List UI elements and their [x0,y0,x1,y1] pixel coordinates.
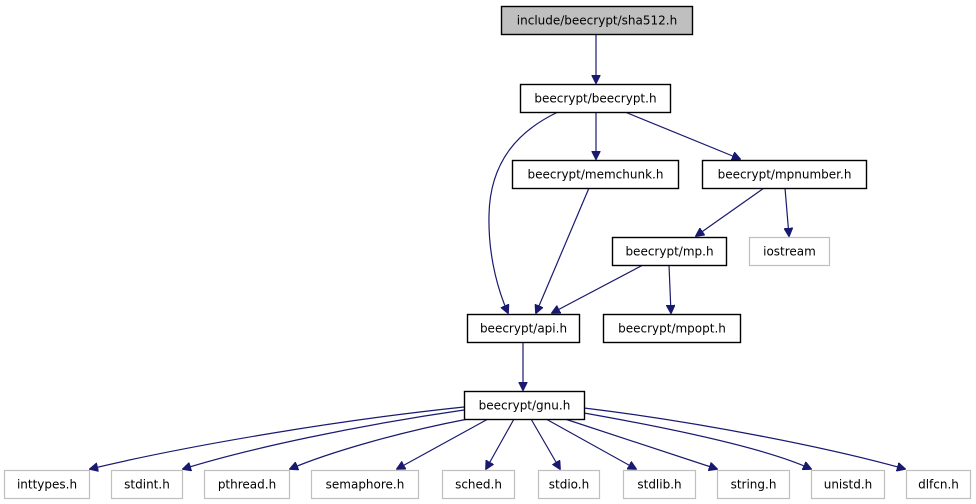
node-pthread: pthread.h [203,469,291,500]
node-unistd: unistd.h [810,469,886,500]
node-box-api[interactable] [466,313,581,344]
edges-layer [90,34,905,469]
node-stdint: stdint.h [110,469,184,500]
node-label-memchunk: beecrypt/memchunk.h [528,168,664,182]
node-mp[interactable]: beecrypt/mp.h [611,236,728,267]
edge-gnu-to-sched [486,418,515,469]
edge-beecrypt-to-mpnumber [624,111,740,159]
node-box-mp[interactable] [611,236,728,267]
node-label-stdio: stdio.h [549,478,589,492]
node-box-mpopt[interactable] [602,313,742,344]
edge-gnu-to-inttypes [90,406,465,469]
node-label-stdint: stdint.h [124,478,170,492]
edge-mp-to-mpopt [669,264,671,313]
edge-gnu-to-string [564,418,717,469]
node-box-gnu[interactable] [463,390,586,421]
nodes-layer: include/beecrypt/sha512.h beecrypt/beecry… [3,5,972,500]
node-api[interactable]: beecrypt/api.h [466,313,581,344]
node-box-dlfcn [905,469,972,500]
edge-mpnumber-to-iostream [785,187,789,236]
node-label-dlfcn: dlfcn.h [918,478,959,492]
node-label-api: beecrypt/api.h [480,322,567,336]
node-box-string [716,469,791,500]
node-box-semaphore [310,469,420,500]
node-label-inttypes: inttypes.h [17,478,77,492]
node-label-sha512: include/beecrypt/sha512.h [517,14,677,28]
node-label-pthread: pthread.h [218,478,276,492]
edge-gnu-to-pthread [290,418,469,469]
node-label-beecrypt: beecrypt/beecrypt.h [534,92,656,106]
node-box-stdio [537,469,601,500]
node-box-stdlib [622,469,697,500]
node-inttypes: inttypes.h [3,469,91,500]
node-box-pthread [203,469,291,500]
node-box-beecrypt[interactable] [519,83,672,114]
node-label-mpopt: beecrypt/mpopt.h [618,322,726,336]
node-box-unistd [810,469,886,500]
node-box-inttypes [3,469,91,500]
edge-gnu-to-semaphore [397,418,489,469]
node-label-semaphore: semaphore.h [326,478,405,492]
node-beecrypt[interactable]: beecrypt/beecrypt.h [519,83,672,114]
node-box-memchunk[interactable] [511,159,680,190]
edge-gnu-to-stdio [530,418,560,469]
node-memchunk[interactable]: beecrypt/memchunk.h [511,159,680,190]
node-sha512[interactable]: include/beecrypt/sha512.h [500,5,694,36]
node-label-unistd: unistd.h [824,478,873,492]
node-box-sha512[interactable] [500,5,694,36]
node-sched: sched.h [441,469,516,500]
node-box-stdint [110,469,184,500]
node-label-iostream: iostream [763,245,816,259]
node-label-gnu: beecrypt/gnu.h [479,399,571,413]
node-mpopt[interactable]: beecrypt/mpopt.h [602,313,742,344]
node-semaphore: semaphore.h [310,469,420,500]
node-box-iostream [748,236,831,267]
edge-gnu-to-stdlib [545,418,636,469]
edge-beecrypt-to-api [488,111,559,313]
node-label-mp: beecrypt/mp.h [625,245,713,259]
node-dlfcn: dlfcn.h [905,469,972,500]
edge-memchunk-to-api [536,187,590,313]
node-label-sched: sched.h [455,478,502,492]
node-stdlib: stdlib.h [622,469,697,500]
node-mpnumber[interactable]: beecrypt/mpnumber.h [701,159,868,190]
node-stdio: stdio.h [537,469,601,500]
edge-mp-to-api [552,264,644,313]
node-string: string.h [716,469,791,500]
node-label-string: string.h [731,478,777,492]
edge-mpnumber-to-mp [696,187,765,236]
edge-gnu-to-dlfcn [583,407,905,469]
node-label-stdlib: stdlib.h [637,478,681,492]
node-iostream: iostream [748,236,831,267]
edge-gnu-to-stdint [183,409,465,469]
node-gnu[interactable]: beecrypt/gnu.h [463,390,586,421]
node-label-mpnumber: beecrypt/mpnumber.h [718,168,852,182]
edge-gnu-to-unistd [583,412,811,469]
node-box-sched [441,469,516,500]
node-box-mpnumber[interactable] [701,159,868,190]
